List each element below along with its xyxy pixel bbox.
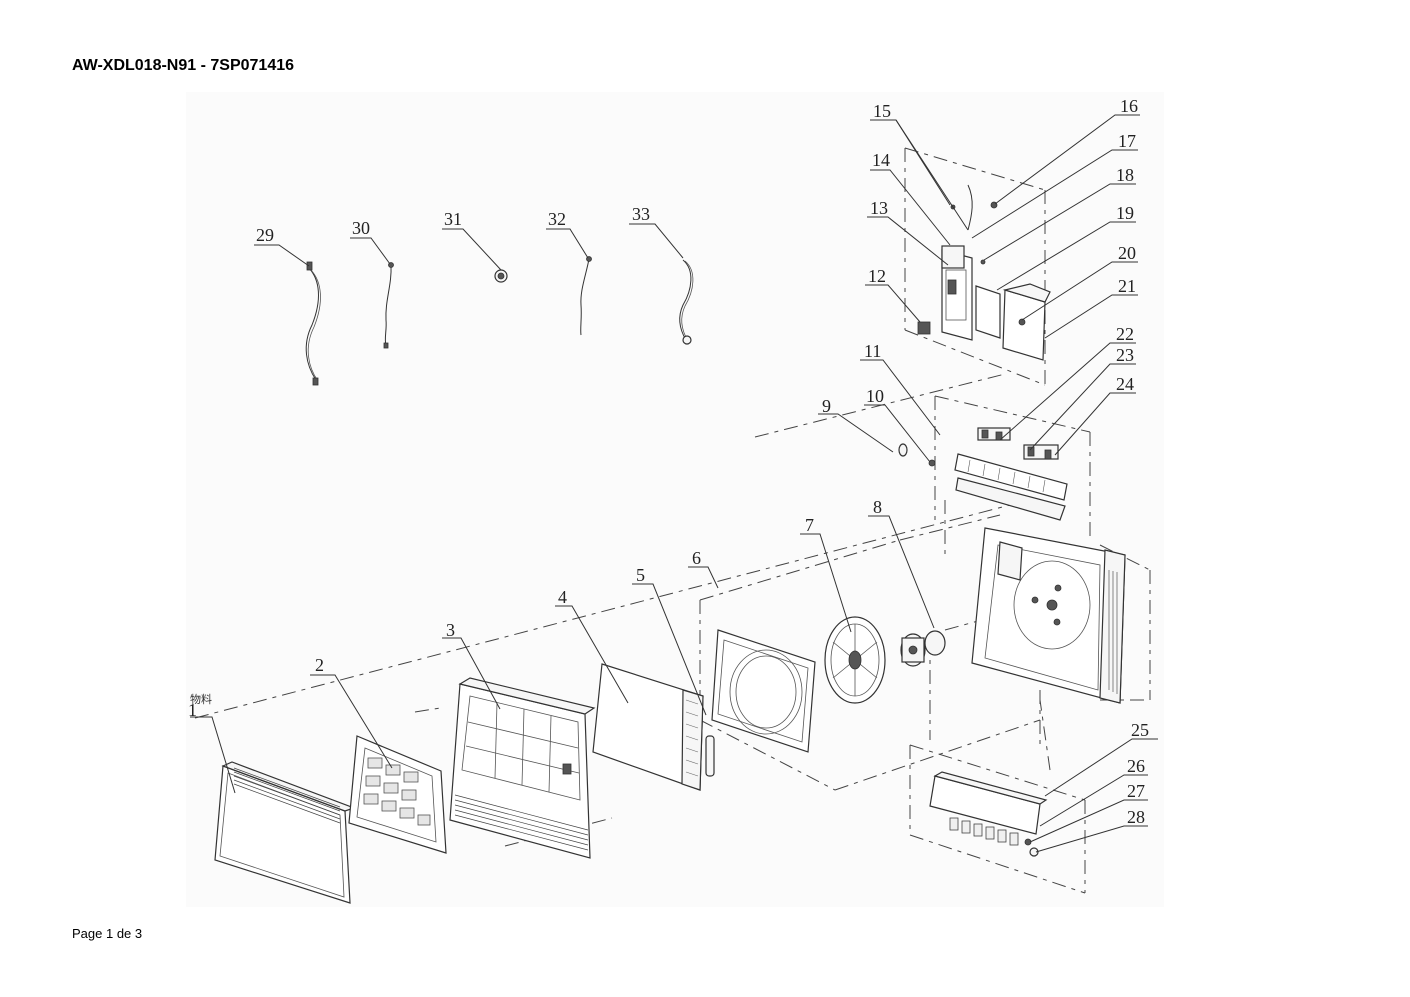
- filter-grille-part-2: [348, 735, 447, 854]
- motor-part-8: [900, 630, 946, 667]
- callout-9: 9: [822, 396, 831, 416]
- callout-33: 33: [632, 204, 650, 224]
- callout-29: 29: [256, 225, 274, 245]
- callout-31: 31: [444, 209, 462, 229]
- callout-22: 22: [1116, 324, 1134, 344]
- callout-21: 21: [1118, 276, 1136, 296]
- sensor-wire-33: [679, 259, 694, 345]
- back-casing: [971, 527, 1126, 704]
- callout-30: 30: [352, 218, 370, 238]
- callout-24: 24: [1116, 374, 1134, 394]
- fan-wheel-part-7: [824, 616, 886, 704]
- callout-19: 19: [1116, 203, 1134, 223]
- callout-17: 17: [1118, 131, 1136, 151]
- callout-5: 5: [636, 565, 645, 585]
- electrical-box-parts-12-21: [917, 184, 1051, 361]
- callout-3: 3: [446, 620, 455, 640]
- callout-12: 12: [868, 266, 886, 286]
- side-note-text: 物料: [190, 692, 212, 706]
- leader-lines: [190, 114, 1158, 853]
- front-panel-part-1: [214, 761, 356, 904]
- small-parts-9-10: [898, 443, 936, 467]
- sensor-wire-29: [305, 261, 321, 386]
- callout-28: 28: [1127, 807, 1145, 827]
- document-title: AW-XDL018-N91 - 7SP071416: [72, 57, 295, 74]
- callout-2: 2: [315, 655, 324, 675]
- terminal-31: [494, 269, 508, 283]
- callout-15: 15: [873, 101, 891, 121]
- callout-6: 6: [692, 548, 701, 568]
- callout-16: 16: [1120, 96, 1138, 116]
- fan-housing-part-6: [711, 629, 816, 753]
- callout-13: 13: [870, 198, 888, 218]
- callout-10: 10: [866, 386, 884, 406]
- evaporator-part-4: [592, 663, 715, 791]
- display-parts-25-28: [929, 771, 1048, 857]
- callout-32: 32: [548, 209, 566, 229]
- callout-11: 11: [864, 341, 881, 361]
- callout-25: 25: [1131, 720, 1149, 740]
- deflector-assembly-part-11: [954, 453, 1068, 521]
- callout-27: 27: [1127, 781, 1145, 801]
- callout-7: 7: [805, 515, 814, 535]
- callout-20: 20: [1118, 243, 1136, 263]
- callout-26: 26: [1127, 756, 1145, 776]
- callout-1: 1: [188, 700, 197, 720]
- callout-8: 8: [873, 497, 882, 517]
- page-number: Page 1 de 3: [72, 926, 143, 941]
- callout-numbers: 1 物料 2 3 4 5 6 7 8 9 10 11 12 13 14 15 1…: [188, 96, 1149, 827]
- callout-18: 18: [1116, 165, 1134, 185]
- callout-4: 4: [558, 587, 567, 607]
- callout-14: 14: [872, 150, 890, 170]
- front-frame-part-3: [449, 677, 596, 859]
- assembly-guide-lines: [194, 147, 1151, 894]
- callout-23: 23: [1116, 345, 1134, 365]
